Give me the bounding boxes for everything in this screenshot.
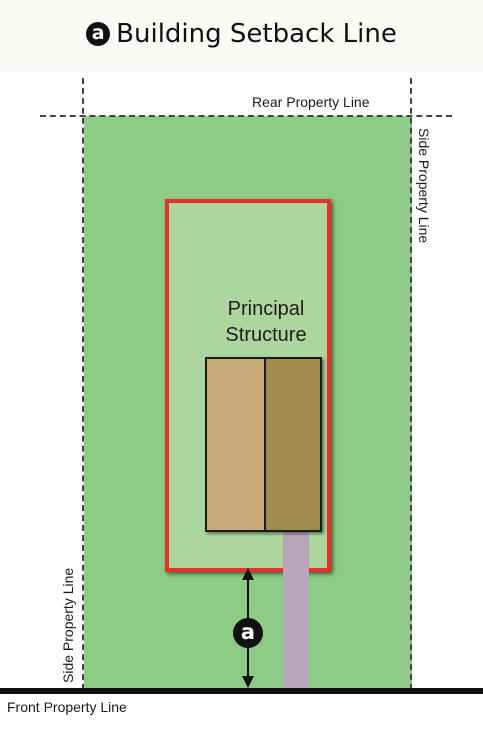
title-band bbox=[0, 0, 483, 72]
principal-structure bbox=[205, 357, 322, 532]
setback-dimension-badge: a bbox=[233, 618, 263, 648]
principal-structure-label: Principal Structure bbox=[210, 296, 322, 348]
title-badge: a bbox=[86, 22, 111, 46]
driveway bbox=[283, 531, 309, 689]
arrowhead-top bbox=[242, 568, 254, 580]
structure-label-line2: Structure bbox=[225, 324, 307, 346]
front-property-line bbox=[0, 688, 483, 694]
title-text: Building Setback Line bbox=[116, 19, 397, 49]
structure-label-line1: Principal bbox=[227, 298, 305, 320]
rear-property-line bbox=[40, 115, 452, 117]
right-side-property-line bbox=[410, 78, 412, 690]
front-property-line-label: Front Property Line bbox=[7, 699, 127, 715]
roof-right-plane bbox=[266, 359, 320, 530]
arrowhead-bottom bbox=[242, 676, 254, 688]
rear-property-line-label: Rear Property Line bbox=[252, 94, 370, 110]
left-side-property-line bbox=[82, 78, 84, 690]
roof-left-plane bbox=[207, 359, 266, 530]
